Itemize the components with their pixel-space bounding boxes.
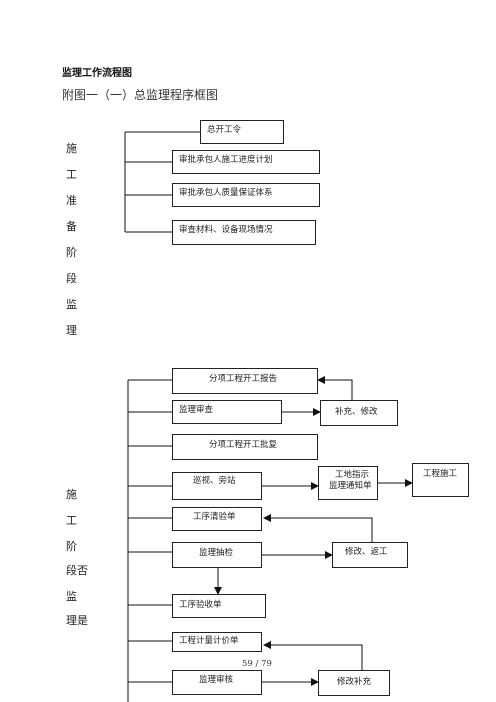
box-schedule-approval: 审批承包人施工进度计划 — [172, 150, 320, 174]
box-supplement: 补充、修改 — [320, 400, 398, 426]
section1-label-char: 工 — [66, 168, 77, 181]
box-start-report: 分项工程开工报告 — [172, 368, 318, 394]
section1-label-char: 理 — [66, 324, 77, 337]
section1-label-char: 阶 — [66, 246, 77, 259]
page-title: 监理工作流程图 — [62, 68, 132, 79]
section2-label-char: 阶 — [66, 540, 77, 553]
box-revise: 修改补充 — [318, 670, 390, 696]
arrow-revise-to-measurement — [263, 641, 363, 670]
box-rework: 修改、返工 — [332, 542, 408, 568]
box-process-check: 工序清验单 — [172, 507, 262, 531]
arrow-supplement-to-report — [317, 376, 353, 400]
box-construction: 工程施工 — [412, 463, 469, 497]
arrow-rework-to-process-check — [263, 514, 373, 542]
notice-line-1: 工地指示 — [335, 470, 370, 480]
box-notice: 工地指示 监理通知单 — [318, 466, 378, 500]
box-quality-system: 审批承包人质量保证体系 — [172, 183, 320, 207]
box-acceptance: 工序验收单 — [172, 594, 266, 618]
box-patrol: 巡视、旁站 — [172, 472, 262, 500]
section2-label-char: 段否 — [66, 564, 88, 577]
section1-label-char: 备 — [66, 220, 77, 233]
box-start-order: 总开工令 — [200, 120, 284, 144]
section2-label-char: 工 — [66, 514, 77, 527]
box-material-review: 审查材料、设备现场情况 — [172, 220, 316, 245]
section2-label-char: 施 — [66, 488, 77, 501]
page-number: 59 / 79 — [242, 659, 272, 669]
section2-label-char: 监 — [66, 590, 77, 603]
section1-label-char: 段 — [66, 272, 77, 285]
page-subtitle: 附图一（一）总监理程序框图 — [62, 88, 219, 102]
section1-label-char: 施 — [66, 142, 77, 155]
section1-label-char: 监 — [66, 298, 77, 311]
notice-line-2: 监理通知单 — [329, 480, 372, 491]
box-audit: 监理审核 — [172, 670, 262, 695]
box-review: 监理审查 — [172, 400, 282, 424]
section2-label-char: 理是 — [66, 614, 88, 627]
box-sampling: 监理抽检 — [172, 542, 262, 568]
box-start-approval: 分项工程开工批复 — [172, 434, 318, 460]
box-measurement: 工程计量计价单 — [172, 632, 262, 652]
section1-label-char: 准 — [66, 194, 77, 207]
